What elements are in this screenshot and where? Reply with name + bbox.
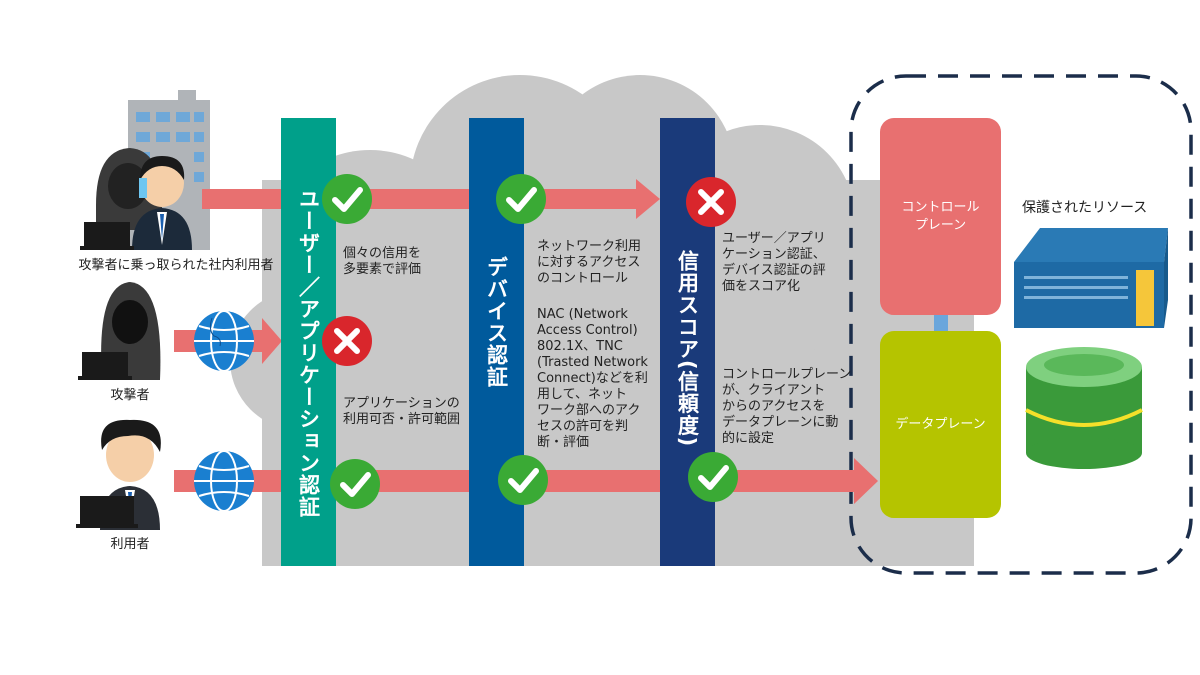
check-icon xyxy=(496,174,546,224)
control-plane-box: コントロール プレーン xyxy=(880,118,1001,315)
trust-score-note-top: ユーザー／アプリ ケーション認証、 デバイス認証の評 価をスコア化 xyxy=(722,231,826,294)
user-label: 利用者 xyxy=(110,537,150,552)
trust-score-note-bottom: コントロールプレーン が、クライアント からのアクセスを データプレーンに動 的… xyxy=(722,367,852,446)
control-plane-label: コントロール プレーン xyxy=(901,199,980,233)
hijacked-insider-label: 攻撃者に乗っ取られた社内利用者 xyxy=(78,258,274,273)
check-icon xyxy=(688,452,738,502)
user-icon xyxy=(76,419,161,530)
cross-icon xyxy=(686,177,736,227)
internet-globe-icon xyxy=(194,310,254,372)
user-app-auth-note-mid: アプリケーションの 利用可否・許可範囲 xyxy=(343,396,461,427)
device-auth-title: デバイス認証 xyxy=(484,256,509,388)
data-plane-box: データプレーン xyxy=(880,331,1001,518)
check-icon xyxy=(322,174,372,224)
device-auth-note-top: ネットワーク利用 に対するアクセス のコントロール xyxy=(537,239,642,286)
cross-icon xyxy=(322,316,372,366)
check-icon xyxy=(330,459,380,509)
data-plane-label: データプレーン xyxy=(895,416,986,432)
attacker-icon xyxy=(78,282,161,380)
database-icon xyxy=(1025,347,1143,469)
protected-zone-boundary xyxy=(849,74,1193,575)
hijacked-insider-icon xyxy=(80,148,192,250)
attacker-label: 攻撃者 xyxy=(110,388,150,403)
trust-score-title: 信用スコア(信頼度) xyxy=(675,250,700,448)
user-app-auth-note-top: 個々の信用を 多要素で評価 xyxy=(343,246,422,277)
internet-globe-icon xyxy=(194,450,254,512)
protected-resources-label: 保護されたリソース xyxy=(1022,200,1148,216)
server-icon xyxy=(1014,228,1168,328)
device-auth-note-bottom: NAC (Network Access Control) 802.1X、TNC … xyxy=(537,307,648,450)
user-app-auth-title: ユーザー／アプリケーション認証 xyxy=(296,188,321,518)
check-icon xyxy=(498,455,548,505)
